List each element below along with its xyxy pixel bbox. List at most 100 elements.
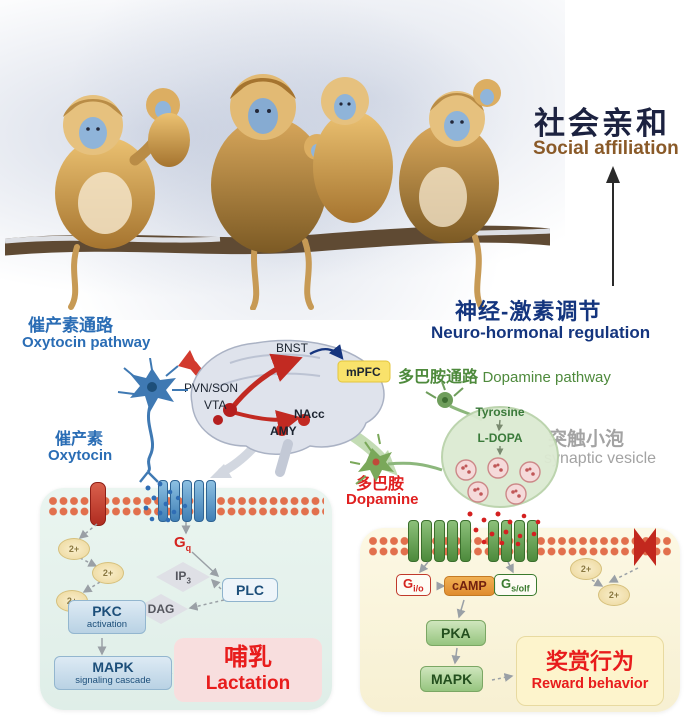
dopamine-signaling-panel: Gi/o cAMP Gs/olf 2+ 2+ PKA MAPK 奖赏行为 Rew… <box>360 520 680 712</box>
pkc-subtitle: activation <box>86 619 128 630</box>
dopamine-neuron: Tyrosine L-DOPA <box>350 382 559 547</box>
monkey-baby-face <box>480 89 494 105</box>
reward-outcome-box: 奖赏行为 Reward behavior <box>516 636 664 706</box>
pvn-son-nucleus <box>223 403 237 417</box>
oxytocin-en: Oxytocin <box>48 447 113 464</box>
l-dopa-label: L-DOPA <box>477 431 522 445</box>
reward-en: Reward behavior <box>531 676 649 692</box>
gray-sweep-arrow <box>217 441 260 477</box>
channel-bar <box>194 480 204 522</box>
social-affiliation-zh: 社会亲和 <box>534 106 670 141</box>
oxytocin-pathway-zh: 催产素通路 <box>28 316 113 335</box>
axon-terminal <box>139 471 159 483</box>
mpfc-highlight <box>337 360 391 383</box>
oxytocin-zh: 催产素 <box>55 431 104 448</box>
monkey-eye <box>86 127 90 131</box>
mapk-box: MAPK signaling cascade <box>54 656 172 690</box>
gq-protein-label: Gq <box>174 534 191 553</box>
calcium-ion: 2+ <box>570 558 602 580</box>
monkey-eye <box>96 127 100 131</box>
nacc-nucleus <box>298 414 310 426</box>
tyrosine-label: Tyrosine <box>475 405 524 419</box>
synaptic-vesicle-en: synaptic vesicle <box>544 450 657 467</box>
mapk-title: MAPK <box>92 659 134 675</box>
monkey-eye <box>339 102 343 106</box>
up-arrow <box>606 166 620 286</box>
brain-label-mpfc: mPFC <box>346 365 381 379</box>
projection-red-ventral <box>231 410 301 434</box>
brain-label-pvn-son: PVN/SON <box>184 381 238 395</box>
pkc-title: PKC <box>92 603 122 619</box>
monkey-illustration <box>5 74 550 310</box>
neuron-axon <box>146 405 155 474</box>
oxytocin-pathway-en: Oxytocin pathway <box>22 334 151 351</box>
channel-bar <box>514 520 525 562</box>
vta-nucleus <box>213 415 223 425</box>
monkey-face <box>334 94 356 120</box>
d2-receptor-channels <box>408 520 471 562</box>
ip3-base: IP <box>175 568 187 583</box>
monkey-crown <box>430 93 484 111</box>
monkey-eye <box>255 109 259 113</box>
monkey-body <box>148 113 190 167</box>
oxytocin-signaling-panel: Gq 2+ 2+ 2+ IP3 DAG PLC PKC activation M… <box>40 480 332 710</box>
neuro-hormonal-en: Neuro-hormonal regulation <box>431 323 651 342</box>
monkey-face <box>79 117 107 149</box>
gi-protein-label: Gi/o <box>396 574 431 596</box>
brain-label-nacc: NAcc <box>294 407 325 421</box>
lactation-en: Lactation <box>205 673 291 694</box>
monkey-eye <box>450 120 454 124</box>
tyrosine-to-ldopa-arrow <box>496 419 504 432</box>
gq-sub: q <box>185 543 192 553</box>
brain-outline <box>190 339 385 455</box>
amy-nucleus <box>276 424 288 436</box>
oxytocin-receptor-channels <box>158 480 216 522</box>
vesicles <box>455 457 541 505</box>
oxytocin-neuron <box>117 358 188 523</box>
pka-label: PKA <box>441 625 471 641</box>
ion-label: 2+ <box>580 564 592 574</box>
monkey <box>211 74 330 253</box>
pka-box: PKA <box>426 620 486 646</box>
gs-protein-label: Gs/olf <box>494 574 537 596</box>
monkey <box>313 77 393 223</box>
channel-bar <box>158 480 168 522</box>
channel-bar <box>182 480 192 522</box>
monkey-eye <box>347 102 351 106</box>
monkey-body <box>313 111 393 223</box>
monkey-face <box>444 111 470 141</box>
channel-bar <box>460 520 471 562</box>
lactation-outcome-box: 哺乳 Lactation <box>174 638 322 702</box>
brain-label-amy: AMY <box>270 424 297 438</box>
neuro-hormonal-zh: 神经-激素调节 <box>455 299 602 324</box>
monkey <box>55 88 190 249</box>
dopamine-pathway-en: Dopamine pathway <box>482 369 611 386</box>
transporter-receptor <box>634 528 656 566</box>
channel-bar <box>434 520 445 562</box>
synaptic-vesicle-zh: 突触小泡 <box>548 429 625 450</box>
neuron-dendrites <box>117 358 188 395</box>
monkey-tails <box>68 234 484 310</box>
gs-sub: s/olf <box>511 583 530 594</box>
dopamine-soma-lower <box>350 433 443 485</box>
gq-base: G <box>174 534 186 551</box>
vesicle-contents <box>461 463 535 498</box>
brain-label-bnst: BNST <box>276 341 309 355</box>
channel-bar <box>170 480 180 522</box>
gi-base: G <box>403 576 414 591</box>
d1-receptor-channels <box>488 520 538 562</box>
channel-bar <box>421 520 432 562</box>
dopamine-en: Dopamine <box>346 491 419 508</box>
bnst-to-mpfc-arrow <box>309 344 344 360</box>
dag-label: DAG <box>147 602 175 616</box>
neuron-nucleus <box>147 382 157 392</box>
dopamine-molecules <box>467 511 541 547</box>
calcium-ion: 2+ <box>598 584 630 606</box>
gray-sweep-arrowhead <box>210 464 232 478</box>
monkey-body <box>211 117 327 253</box>
monkey-face <box>248 98 278 134</box>
camp-box: cAMP <box>444 576 495 596</box>
ion-label: 2+ <box>68 544 80 554</box>
monkey-eye <box>460 120 464 124</box>
